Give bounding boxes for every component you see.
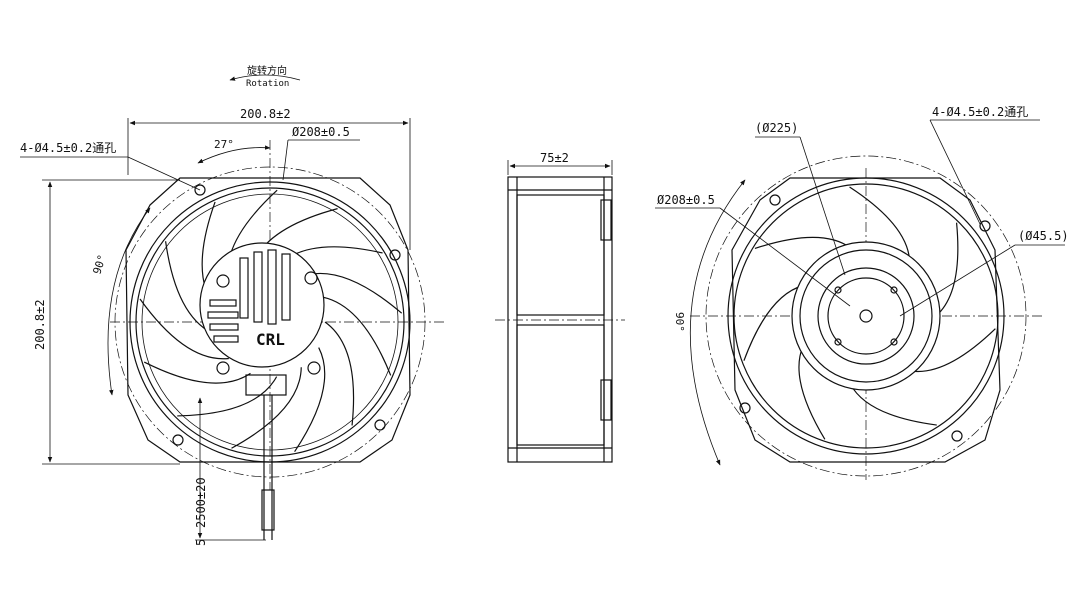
front-mount-hole: [389, 249, 401, 261]
front-angle-27: 27°: [214, 138, 234, 151]
front-mount-hole: [194, 184, 206, 196]
rear-angle-90: 90°: [673, 312, 686, 332]
rear-hub: [791, 241, 941, 391]
blade: [324, 321, 355, 426]
front-angle-90: 90°: [90, 253, 109, 276]
cable-length-dim: 2500±20: [194, 477, 208, 528]
blade: [798, 346, 826, 440]
blade: [909, 328, 996, 373]
side-view: 75±2: [495, 151, 625, 463]
blade: [294, 347, 326, 453]
logo-mark: CRL: [256, 330, 285, 349]
rear-bolt-circle: Ø208±0.5: [657, 193, 715, 207]
rear-hub-dia: (Ø45.5): [1018, 229, 1069, 243]
cable-tag: 5: [194, 539, 208, 546]
rotation-en: Rotation: [246, 79, 289, 89]
side-body: [507, 176, 613, 463]
side-depth-dim: 75±2: [540, 151, 569, 165]
front-hole-spec: 4-Ø4.5±0.2通孔: [20, 141, 116, 155]
blade: [935, 222, 959, 317]
blade: [143, 361, 251, 384]
rear-mount-hole: [951, 430, 963, 442]
blade: [743, 285, 804, 361]
front-view: CRL 200.8±2 200.8±2 4-Ø4.5±0.2通孔 Ø208±0.…: [20, 107, 445, 546]
cable: [195, 374, 287, 541]
hub-fins: [207, 249, 291, 343]
blade: [231, 367, 302, 449]
rear-hole-spec: 4-Ø4.5±0.2通孔: [932, 105, 1028, 119]
front-mount-hole: [374, 419, 386, 431]
blade: [849, 383, 937, 426]
rear-blades: [743, 186, 996, 440]
front-height-dim: 200.8±2: [33, 299, 47, 350]
rotation-cn: 旋转方向: [247, 64, 287, 77]
rear-view: (Ø225) Ø208±0.5 4-Ø4.5±0.2通孔 (Ø45.5) 90°: [655, 105, 1069, 480]
blade: [177, 376, 278, 417]
front-bolt-circle: Ø208±0.5: [292, 125, 350, 139]
rear-outer-dia: (Ø225): [755, 121, 798, 135]
front-width-dim: 200.8±2: [240, 107, 291, 121]
rotation-indicator: 旋转方向 Rotation: [229, 64, 301, 89]
rear-mount-hole: [979, 220, 991, 232]
front-mount-hole: [172, 434, 184, 446]
blade: [318, 295, 392, 376]
blade: [849, 186, 911, 262]
rear-mount-hole: [739, 402, 751, 414]
rear-mount-hole: [769, 194, 781, 206]
